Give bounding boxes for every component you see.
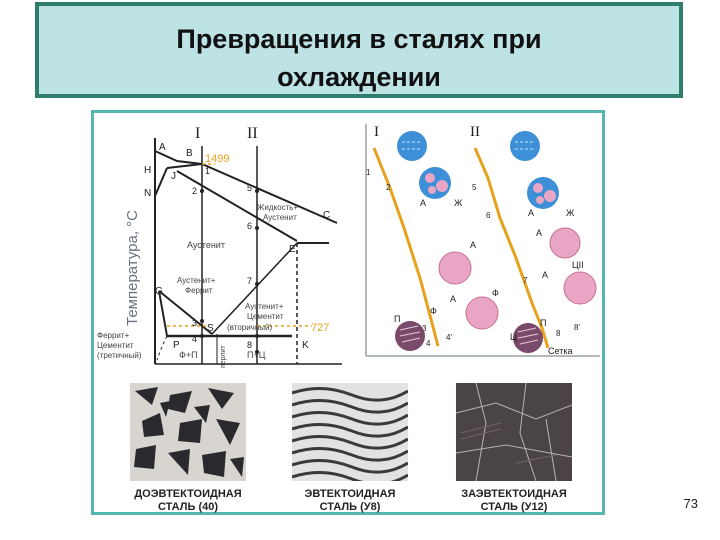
caption-hypereutectoid: ЗАЭВТЕКТОИДНАЯ СТАЛЬ (У12): [434, 488, 594, 514]
region-ferrite-cementite-3: (третичный): [97, 351, 142, 360]
sch-letter-zh1: Ж: [454, 198, 463, 208]
sch-step-8: 8: [556, 329, 561, 338]
sch-step-5: 5: [472, 183, 477, 192]
sch-step-4: 4: [426, 339, 431, 348]
sch-step-2: 2: [386, 183, 391, 192]
diagram-roman-2: II: [247, 125, 258, 142]
austenite-circle-ii: [549, 227, 581, 259]
sch-letter-a6: А: [450, 294, 456, 304]
liquid-circle-i: [397, 131, 427, 161]
region-austenite: Аустенит: [187, 240, 225, 250]
sch-letter-ts2: Ц: [510, 332, 517, 342]
point-j: J: [171, 171, 176, 182]
region-austenite-ferrite-1: Аустенит+: [177, 276, 216, 285]
region-ferrite-cementite-1: Феррит+: [97, 331, 130, 340]
sch-letter-a1: А: [420, 198, 426, 208]
step-4: 4: [192, 334, 197, 344]
austenite-circle-i: [438, 251, 472, 285]
sch-step-1: 1: [366, 168, 371, 177]
schematic-roman-2: II: [470, 124, 480, 140]
step-7: 7: [247, 276, 252, 286]
slide-title: Превращения в сталях при охлаждении: [39, 20, 679, 96]
sch-letter-zh2: Ж: [566, 208, 575, 218]
page-number: 73: [683, 496, 698, 511]
point-k: K: [302, 340, 309, 351]
caption-2-line-2: СТАЛЬ (У8): [319, 501, 381, 513]
caption-hypoeutectoid: ДОЭВТЕКТОИДНАЯ СТАЛЬ (40): [108, 488, 268, 514]
region-liquid-austenite-2: Аустенит: [263, 213, 297, 222]
sch-letter-ts: ЦII: [572, 260, 584, 270]
region-ferrite-cementite-2: Цементит: [97, 341, 134, 350]
region-austenite-cementite-1: Аустенит+: [245, 302, 284, 311]
caption-eutectoid: ЭВТЕКТОИДНАЯ СТАЛЬ (У8): [280, 488, 420, 514]
sch-letter-a2: А: [528, 208, 534, 218]
caption-1-line-2: СТАЛЬ (40): [157, 501, 219, 513]
sch-letter-a3: А: [536, 228, 542, 238]
step-3: 3: [192, 318, 197, 328]
point-c: C: [323, 210, 330, 221]
micrograph-eutectoid: [292, 383, 408, 481]
sch-step-6: 6: [486, 211, 491, 220]
title-line-1: Превращения в сталях при: [176, 24, 542, 54]
title-box: Превращения в сталях при охлаждении: [35, 2, 683, 98]
region-liquid-austenite-1: Жидкость+: [257, 203, 298, 212]
sch-letter-p1: П: [394, 314, 400, 324]
steel-cooling-figure: Температура, °С: [91, 110, 605, 515]
temp-727: 727: [311, 322, 329, 334]
structure-schematic: I II 1 2 3 4 4' 5 6 7 8 8': [365, 124, 600, 357]
point-p: P: [173, 340, 180, 351]
pearlite-circle-ii: [513, 323, 543, 353]
sch-step-3: 3: [422, 324, 427, 333]
y-axis-label: Температура, °С: [124, 210, 141, 326]
region-p-c: П+Ц: [247, 350, 266, 360]
point-h: H: [144, 165, 151, 176]
step-2: 2: [192, 186, 197, 196]
caption-1-line-1: ДОЭВТЕКТОИДНАЯ: [134, 488, 242, 500]
title-line-2: охлаждении: [277, 62, 441, 92]
point-g: G: [155, 286, 163, 297]
point-n: N: [144, 188, 151, 199]
region-f-p: Ф+П: [179, 350, 198, 360]
caption-3-line-2: СТАЛЬ (У12): [480, 501, 548, 513]
sch-step-4p: 4': [446, 333, 452, 342]
temp-1499: 1499: [205, 153, 229, 165]
sch-step-7: 7: [523, 276, 528, 285]
caption-2-line-1: ЭВТЕКТОИДНАЯ: [304, 488, 396, 500]
step-1: 1: [205, 166, 210, 176]
sch-letter-p2: П: [540, 318, 546, 328]
austenite-ferrite-circle: [465, 296, 499, 330]
region-austenite-cementite-2: Цементит: [247, 312, 284, 321]
point-s: S: [207, 323, 214, 334]
liquid-circle-ii: [510, 131, 540, 161]
diagram-roman-1: I: [195, 125, 200, 142]
micrograph-hypoeutectoid: [130, 383, 246, 481]
step-6: 6: [247, 221, 252, 231]
sch-letter-f: Ф: [492, 288, 499, 298]
region-austenite-cementite-3: (вторичный): [227, 323, 272, 332]
step-5: 5: [247, 183, 252, 193]
sch-letter-f2: Ф: [430, 306, 437, 316]
micrograph-hypereutectoid: [456, 383, 572, 481]
phase-diagram: Температура, °С: [97, 125, 342, 368]
sch-step-8p: 8': [574, 323, 580, 332]
step-8: 8: [247, 340, 252, 350]
sch-setka: Сетка: [548, 346, 572, 356]
sch-letter-a5: А: [542, 270, 548, 280]
austenite-cementite-circle: [563, 271, 597, 305]
schematic-roman-1: I: [374, 124, 379, 140]
pearlite-circle-i: [395, 321, 425, 351]
region-perlite: перлит: [220, 345, 227, 368]
point-b: B: [186, 148, 193, 159]
sch-letter-a4: А: [470, 240, 476, 250]
point-e: E: [289, 244, 296, 255]
point-a: A: [159, 142, 166, 153]
caption-3-line-1: ЗАЭВТЕКТОИДНАЯ: [461, 488, 567, 500]
region-austenite-ferrite-2: Феррит: [185, 286, 213, 295]
